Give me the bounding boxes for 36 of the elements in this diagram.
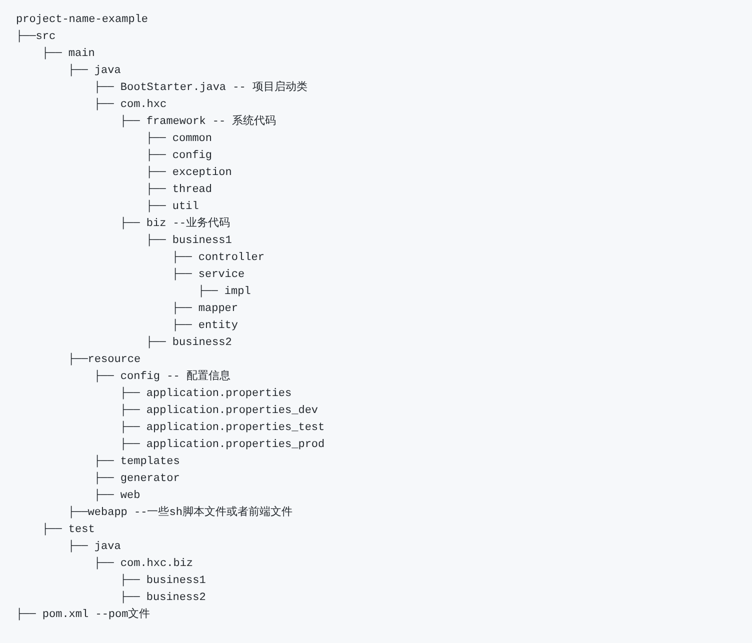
tree-entry: ├── mapper (172, 302, 238, 316)
tree-entry: ├── biz --业务代码 (120, 217, 230, 231)
tree-entry: project-name-example (16, 13, 148, 27)
tree-entry: ├── impl (198, 285, 251, 299)
tree-entry: ├── business2 (120, 591, 206, 605)
tree-entry: ├── java (68, 540, 121, 554)
tree-entry: ├──resource (68, 353, 141, 367)
tree-entry: ├── exception (146, 166, 232, 180)
tree-entry: ├── templates (94, 455, 180, 469)
tree-entry: ├── web (94, 489, 140, 503)
tree-entry: ├── application.properties_dev (120, 404, 318, 418)
tree-entry: ├── main (42, 47, 95, 61)
tree-entry: ├── application.properties_test (120, 421, 325, 435)
tree-entry: ├── service (172, 268, 245, 282)
tree-entry: ├── java (68, 64, 121, 78)
tree-entry: ├── util (146, 200, 199, 214)
tree-entry: ├── thread (146, 183, 212, 197)
tree-entry: ├── application.properties (120, 387, 292, 401)
tree-entry: ├── business1 (146, 234, 232, 248)
tree-entry: ├──webapp --一些sh脚本文件或者前端文件 (68, 506, 292, 520)
tree-entry: ├── framework -- 系统代码 (120, 115, 276, 129)
tree-entry: ├── application.properties_prod (120, 438, 325, 452)
tree-entry: ├── business2 (146, 336, 232, 350)
tree-entry: ├── BootStarter.java -- 项目启动类 (94, 81, 308, 95)
tree-entry: ├── controller (172, 251, 264, 265)
tree-entry: ├── config -- 配置信息 (94, 370, 230, 384)
tree-entry: ├── common (146, 132, 212, 146)
tree-entry: ├── com.hxc (94, 98, 167, 112)
tree-entry: ├── pom.xml --pom文件 (16, 608, 150, 622)
tree-entry: ├── business1 (120, 574, 206, 588)
tree-entry: ├── config (146, 149, 212, 163)
tree-entry: ├── entity (172, 319, 238, 333)
tree-entry: ├── generator (94, 472, 180, 486)
tree-entry: ├── test (42, 523, 95, 537)
tree-entry: ├── com.hxc.biz (94, 557, 194, 571)
tree-entry: ├──src (16, 30, 56, 44)
